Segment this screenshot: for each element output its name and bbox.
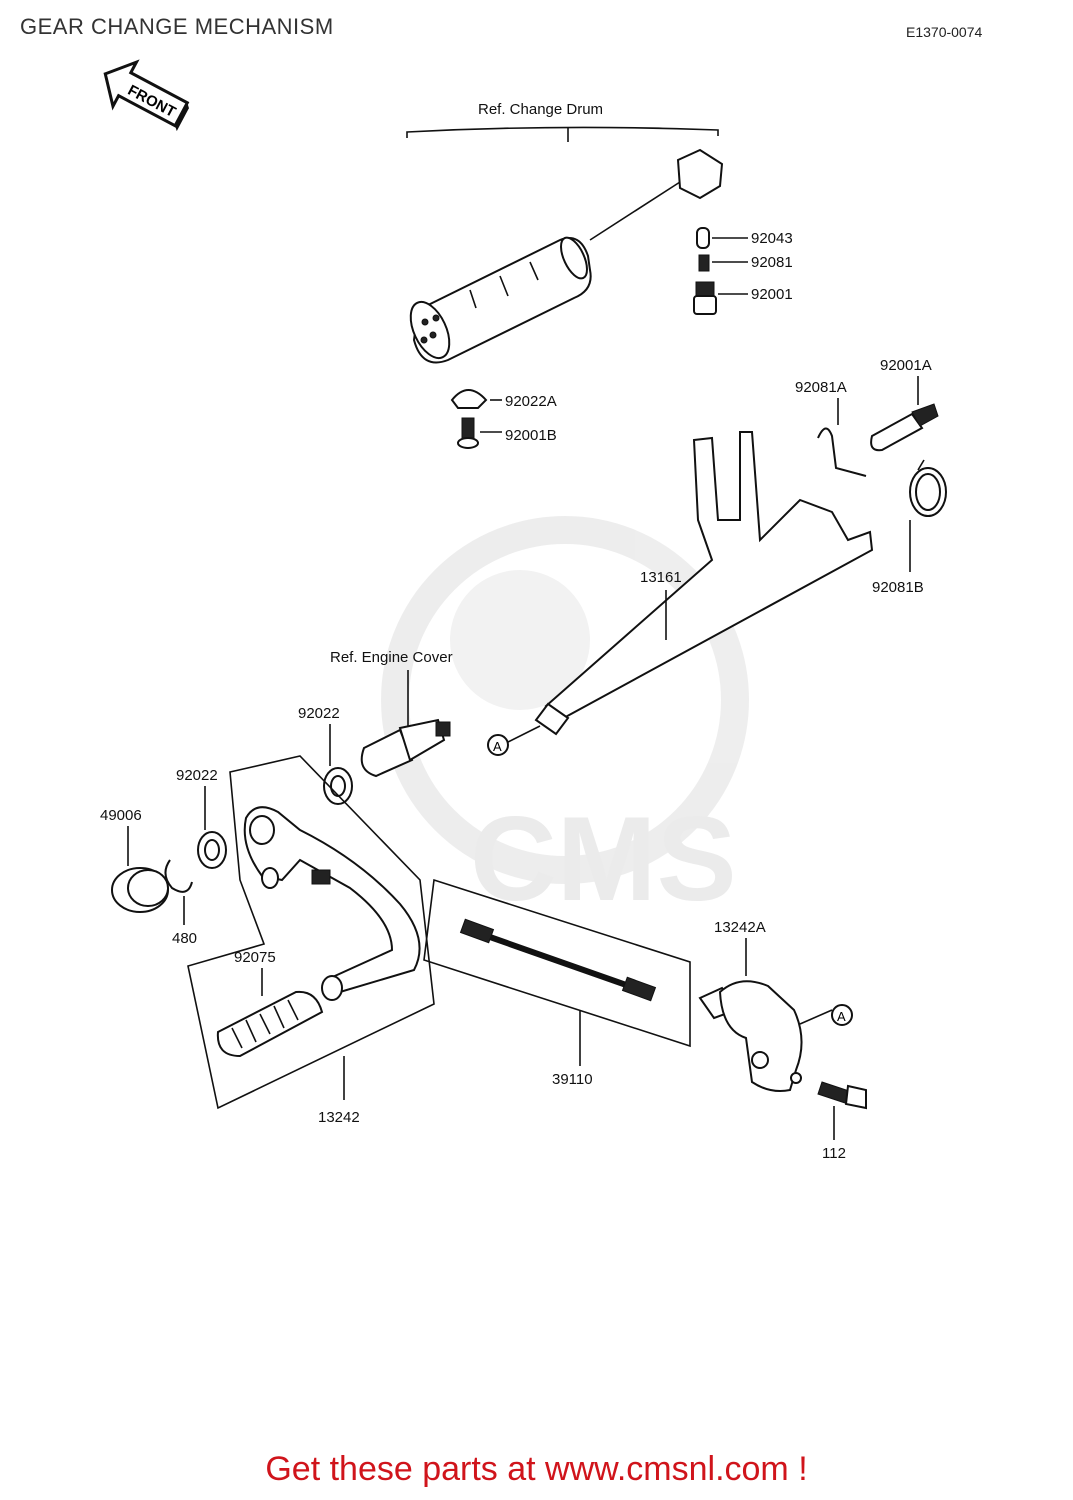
label-92081B: 92081B <box>872 579 924 596</box>
change-drum <box>409 236 592 364</box>
connector-a-left: A <box>487 725 541 756</box>
circlip-480 <box>164 859 193 893</box>
label-112: 112 <box>822 1145 846 1162</box>
label-39110: 39110 <box>552 1071 593 1088</box>
label-92001B: 92001B <box>505 427 557 444</box>
label-92001: 92001 <box>751 286 793 303</box>
label-49006: 49006 <box>100 807 142 824</box>
cap-49006 <box>111 867 169 913</box>
pin-92001A <box>870 403 939 452</box>
label-92001A: 92001A <box>880 357 932 374</box>
pin-92043 <box>696 227 710 249</box>
bolt-112 <box>817 1081 867 1110</box>
label-92043: 92043 <box>751 230 793 247</box>
bolt-92001 <box>693 281 717 315</box>
connector-a-right: A <box>799 1004 853 1026</box>
change-drum-bracket <box>406 126 719 138</box>
ref-engine-cover-label: Ref. Engine Cover <box>330 649 453 666</box>
watermark-text: CMS <box>470 792 737 926</box>
label-92022-lower: 92022 <box>176 767 218 784</box>
label-13242: 13242 <box>318 1109 360 1126</box>
pedal-13242 <box>243 806 421 1001</box>
engine-cover-pivot <box>360 718 451 778</box>
screw-92001B <box>457 417 479 449</box>
page-title: GEAR CHANGE MECHANISM <box>20 14 334 39</box>
plate-92022A <box>450 389 488 409</box>
rubber-92075 <box>216 990 324 1058</box>
cms-watermark: CMS <box>381 516 749 926</box>
label-13161: 13161 <box>640 569 682 586</box>
shift-lever-13242A <box>698 980 803 1092</box>
drum-star-plate <box>589 148 724 241</box>
label-92022A: 92022A <box>505 393 557 410</box>
svg-text:A: A <box>837 1009 846 1024</box>
shift-shaft-13161 <box>534 431 874 736</box>
label-92081A: 92081A <box>795 379 847 396</box>
spring-92081 <box>698 254 710 272</box>
front-arrow-icon: FRONT <box>103 59 190 132</box>
label-92075: 92075 <box>234 949 276 966</box>
spring-92081A <box>817 427 867 477</box>
spring-92081B <box>909 459 947 517</box>
svg-text:A: A <box>493 739 502 754</box>
ref-change-drum-label: Ref. Change Drum <box>478 101 603 118</box>
tie-rod-box <box>423 878 691 1048</box>
diagram-code: E1370-0074 <box>906 24 983 40</box>
label-92022-upper: 92022 <box>298 705 340 722</box>
cta-link[interactable]: Get these parts at www.cmsnl.com ! <box>265 1450 808 1488</box>
label-13242A: 13242A <box>714 919 766 936</box>
tie-rod-39110 <box>459 918 657 1002</box>
pedal-assembly-box <box>187 755 435 1110</box>
label-480: 480 <box>172 930 197 947</box>
label-92081: 92081 <box>751 254 793 271</box>
